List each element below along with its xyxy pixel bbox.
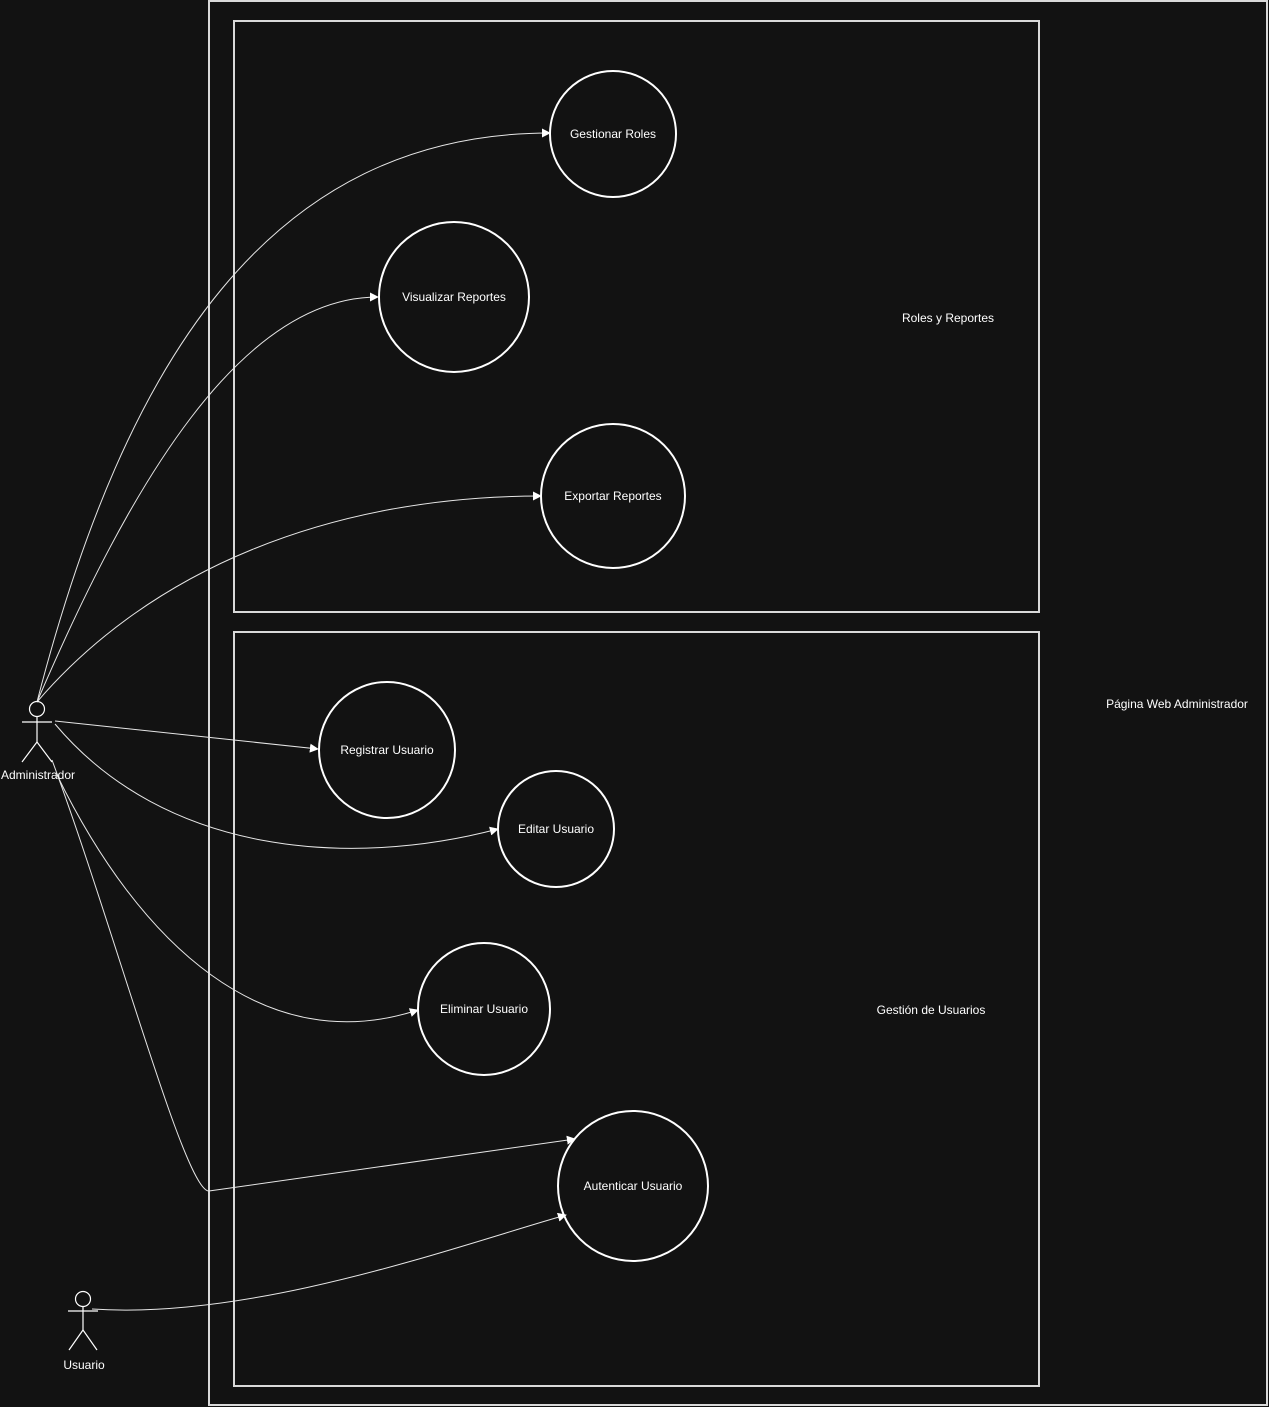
actor-administrador-left-leg bbox=[21, 741, 38, 763]
package-gestion-usuarios-label: Gestión de Usuarios bbox=[877, 1003, 986, 1017]
use-case-visualizar-reportes-label: Visualizar Reportes bbox=[402, 290, 506, 304]
edge-admin-visualizar-reportes bbox=[36, 292, 379, 703]
use-case-registrar-usuario[interactable] bbox=[318, 681, 456, 819]
system-label: Página Web Administrador bbox=[1106, 697, 1248, 711]
system-boundary bbox=[208, 0, 1268, 1406]
package-roles-reportes bbox=[233, 20, 1040, 613]
use-case-visualizar-reportes[interactable] bbox=[378, 221, 530, 373]
actor-administrador-head bbox=[28, 700, 46, 718]
use-case-editar-usuario[interactable] bbox=[497, 770, 615, 888]
actor-usuario-label: Usuario bbox=[63, 1358, 105, 1372]
use-case-editar-usuario-label: Editar Usuario bbox=[518, 822, 594, 836]
edge-admin-autenticar-usuario bbox=[51, 759, 576, 1192]
edge-admin-registrar-usuario bbox=[54, 720, 319, 753]
actor-usuario[interactable] bbox=[68, 1290, 98, 1351]
edge-admin-editar-usuario bbox=[54, 723, 499, 849]
use-case-autenticar-usuario[interactable] bbox=[557, 1110, 709, 1262]
use-case-exportar-reportes[interactable] bbox=[540, 423, 686, 569]
edge-admin-gestionar-roles bbox=[36, 128, 551, 703]
package-roles-reportes-label: Roles y Reportes bbox=[902, 311, 994, 325]
actor-administrador[interactable] bbox=[21, 700, 53, 763]
actor-usuario-left-leg bbox=[68, 1329, 84, 1351]
use-case-gestionar-roles-label: Gestionar Roles bbox=[570, 127, 656, 141]
edge-usuario-autenticar-usuario bbox=[91, 1212, 567, 1311]
edge-admin-exportar-reportes bbox=[36, 491, 542, 703]
use-case-exportar-reportes-label: Exportar Reportes bbox=[564, 489, 661, 503]
actor-administrador-label: Administrador bbox=[1, 768, 75, 782]
use-case-registrar-usuario-label: Registrar Usuario bbox=[340, 743, 434, 757]
use-case-eliminar-usuario-label: Eliminar Usuario bbox=[440, 1002, 528, 1016]
actor-usuario-head bbox=[74, 1290, 92, 1308]
actor-administrador-right-leg bbox=[36, 741, 53, 763]
package-gestion-usuarios bbox=[233, 631, 1040, 1387]
use-case-autenticar-usuario-label: Autenticar Usuario bbox=[584, 1179, 683, 1193]
use-case-eliminar-usuario[interactable] bbox=[417, 942, 551, 1076]
actor-usuario-right-leg bbox=[82, 1329, 98, 1351]
edge-admin-eliminar-usuario bbox=[56, 774, 419, 1023]
use-case-gestionar-roles[interactable] bbox=[549, 70, 677, 198]
